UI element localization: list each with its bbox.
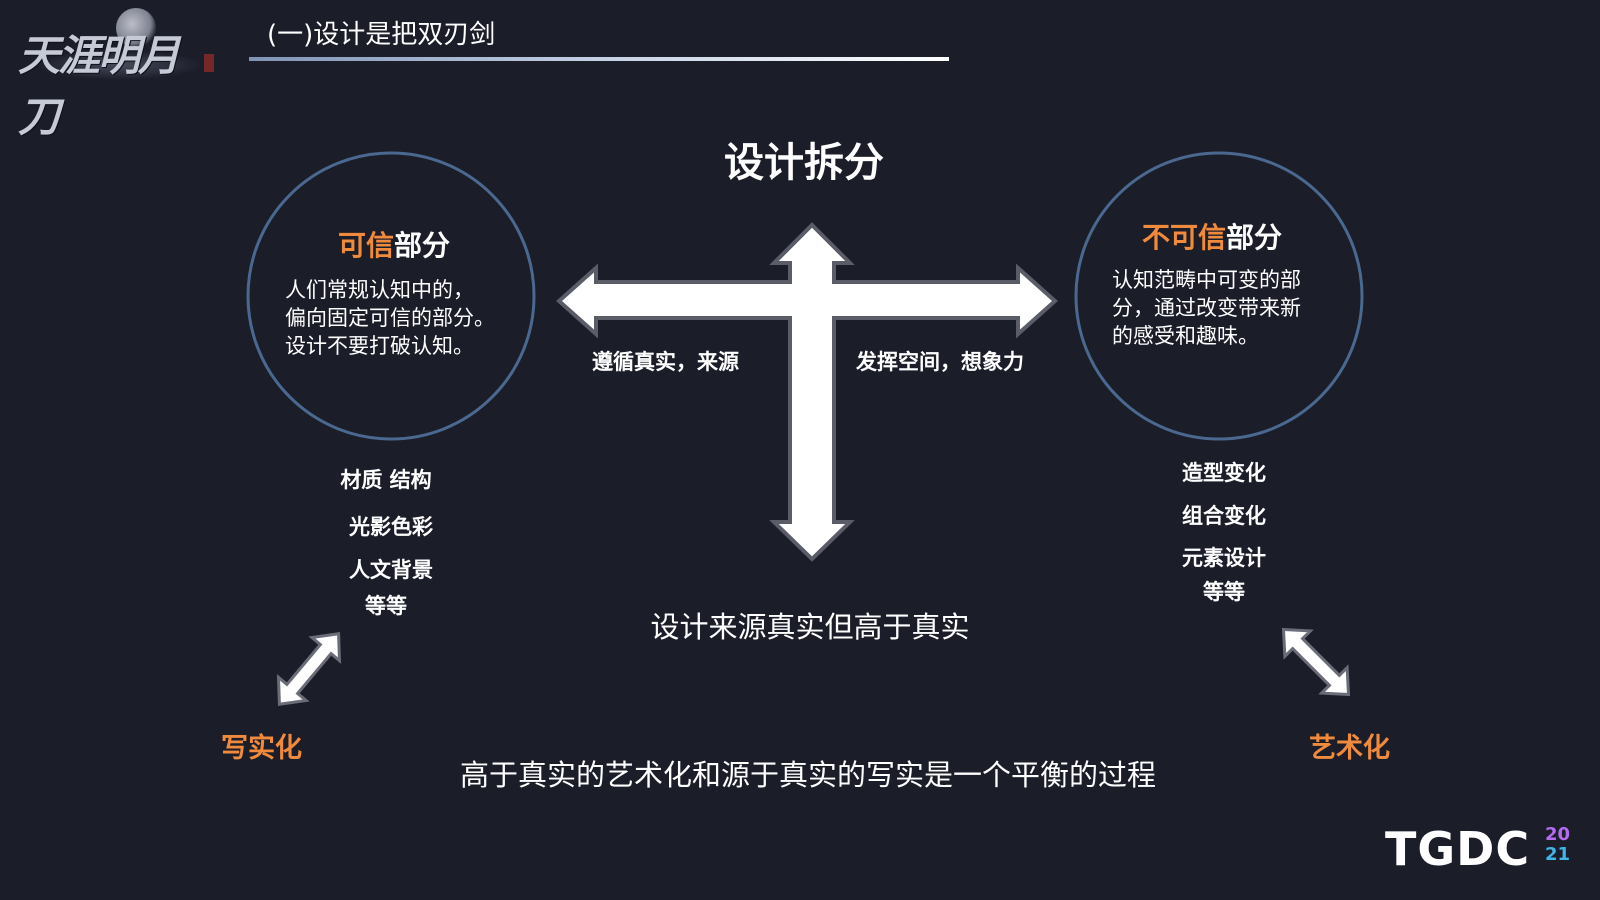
- logo-text: 天涯明月刀: [18, 31, 180, 141]
- left-circle-title: 可信部分: [338, 224, 450, 264]
- left-list-item: 材质 结构: [340, 468, 432, 492]
- right-circle-body-line: 分，通过改变带来新: [1112, 296, 1301, 320]
- right-list-item: 造型变化: [1182, 461, 1266, 485]
- right-circle-body: 认知范畴中可变的部 分，通过改变带来新 的感受和趣味。: [1112, 266, 1342, 350]
- header-rule: [249, 57, 949, 61]
- right-list-item: 元素设计: [1182, 546, 1266, 570]
- center-caption: 设计来源真实但高于真实: [650, 610, 970, 644]
- tgdc-logo: TGDC 20 21: [1385, 822, 1585, 882]
- center-title: 设计拆分: [724, 140, 884, 186]
- right-circle: [1074, 151, 1364, 441]
- left-list-item: 等等: [365, 594, 407, 618]
- right-double-arrow: [1281, 627, 1351, 697]
- left-circle-body-line: 偏向固定可信的部分。: [285, 306, 495, 330]
- left-circle-body: 人们常规认知中的， 偏向固定可信的部分。 设计不要打破认知。: [285, 276, 545, 360]
- left-double-arrow: [276, 632, 342, 706]
- left-circle: [246, 151, 536, 441]
- header-title: (一)设计是把双刃剑: [267, 20, 496, 50]
- left-circle-title-highlight: 可信: [338, 229, 395, 262]
- right-circle-title-rest: 部分: [1226, 221, 1283, 254]
- left-outcome-label: 写实化: [221, 733, 302, 764]
- left-circle-body-line: 人们常规认知中的，: [285, 278, 474, 302]
- right-outcome-label: 艺术化: [1309, 733, 1390, 764]
- right-circle-title-highlight: 不可信: [1142, 221, 1227, 254]
- right-circle-title: 不可信部分: [1142, 216, 1282, 256]
- left-list-item: 光影色彩: [349, 515, 433, 539]
- left-circle-body-line: 设计不要打破认知。: [285, 334, 474, 358]
- logo-moon-icon: [116, 8, 156, 48]
- axis-right-label: 发挥空间，想象力: [856, 350, 1024, 374]
- left-list-item: 人文背景: [349, 558, 433, 582]
- cross-arrow-shape: [555, 222, 1059, 562]
- logo-seal-icon: [204, 54, 214, 72]
- game-logo: 天涯明月刀: [14, 6, 214, 141]
- logo-mist: [34, 50, 204, 80]
- tgdc-year-top: 20: [1545, 824, 1571, 845]
- tgdc-year-bottom: 21: [1545, 844, 1571, 865]
- right-circle-body-line: 的感受和趣味。: [1112, 324, 1259, 348]
- right-list-item: 组合变化: [1182, 504, 1266, 528]
- bottom-caption: 高于真实的艺术化和源于真实的写实是一个平衡的过程: [459, 758, 1156, 792]
- tgdc-logo-text: TGDC: [1385, 822, 1531, 876]
- left-circle-title-rest: 部分: [394, 229, 451, 262]
- right-circle-body-line: 认知范畴中可变的部: [1112, 268, 1301, 292]
- axis-left-label: 遵循真实，来源: [592, 350, 739, 374]
- right-list-item: 等等: [1203, 580, 1245, 604]
